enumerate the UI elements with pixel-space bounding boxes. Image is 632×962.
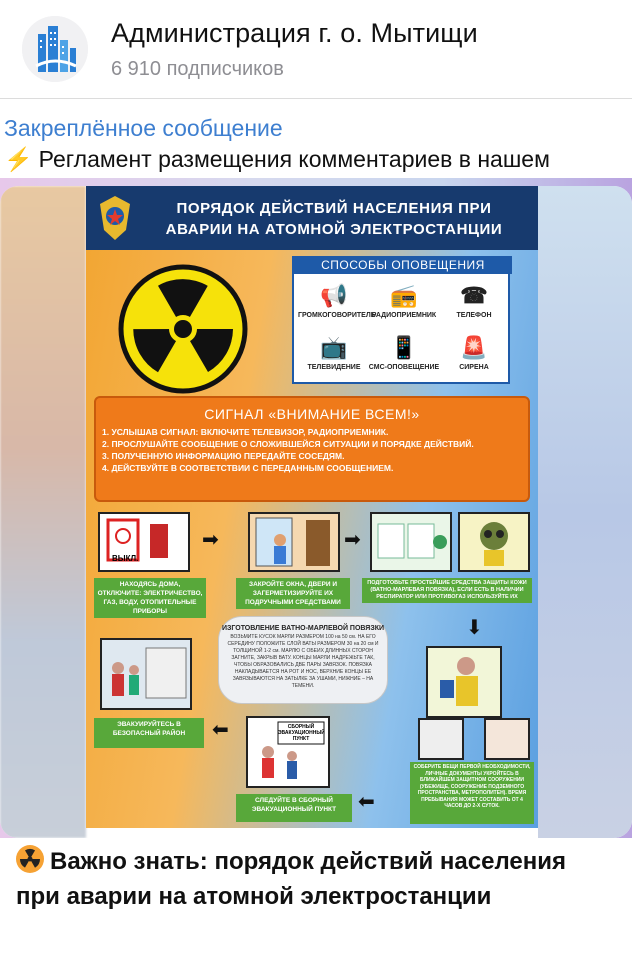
- assembly-point-sign: СБОРНЫЙ ЭВАКУАЦИОННЫЙ ПУНКТ: [278, 724, 325, 742]
- notify-radio: 📻РАДИОПРИЕМНИК: [368, 282, 440, 319]
- caption-text: Важно знать: порядок действий населения …: [16, 848, 566, 910]
- city-buildings-icon: [22, 16, 88, 82]
- arrow-right-icon: ➡: [344, 529, 361, 551]
- bus-people-icon: [112, 647, 187, 699]
- step-gauze-image: [370, 512, 452, 572]
- signal-box: СИГНАЛ «ВНИМАНИЕ ВСЕМ!» 1. УСЛЫШАВ СИГНА…: [94, 396, 530, 502]
- phone-icon: ☎: [460, 283, 488, 308]
- step-caption-4: СОБЕРИТЕ ВЕЩИ ПЕРВОЙ НЕОБХОДИМОСТИ, ЛИЧН…: [410, 762, 534, 824]
- signal-step: 1. УСЛЫШАВ СИГНАЛ: ВКЛЮЧИТЕ ТЕЛЕВИЗОР, Р…: [102, 427, 389, 437]
- poster-blur-left: [0, 186, 86, 838]
- notify-megaphone: 📢ГРОМКОГОВОРИТЕЛЬ: [298, 283, 376, 319]
- backpack-person-icon: [440, 657, 478, 706]
- step-caption-2: ЗАКРОЙТЕ ОКНА, ДВЕРИ И ЗАГЕРМЕТИЗИРУЙТЕ …: [236, 578, 350, 609]
- notify-phone: ☎ТЕЛЕФОН: [438, 282, 510, 319]
- channel-title[interactable]: Администрация г. о. Мытищи: [111, 18, 478, 48]
- notification-methods-title: СПОСОБЫ ОПОВЕЩЕНИЯ: [294, 256, 512, 274]
- power-switch-icon: [106, 518, 168, 562]
- poster-header: ПОРЯДОК ДЕЙСТВИЙ НАСЕЛЕНИЯ ПРИ АВАРИИ НА…: [86, 186, 538, 250]
- notification-methods-box: СПОСОБЫ ОПОВЕЩЕНИЯ 📢ГРОМКОГОВОРИТЕЛЬ 📻РА…: [292, 256, 512, 384]
- message-feed: ПОРЯДОК ДЕЙСТВИЙ НАСЕЛЕНИЯ ПРИ АВАРИИ НА…: [0, 178, 632, 838]
- siren-icon: 🚨: [460, 335, 488, 360]
- gas-mask-icon: [480, 522, 508, 566]
- step-gas-mask-image: [458, 512, 530, 572]
- signal-step: 2. ПРОСЛУШАЙТЕ СООБЩЕНИЕ О СЛОЖИВШЕЙСЯ С…: [102, 439, 474, 449]
- caption-text-block: Важно знать: порядок действий населения …: [16, 844, 616, 914]
- step-caption-5: СЛЕДУЙТЕ В СБОРНЫЙ ЭВАКУАЦИОННЫЙ ПУНКТ: [236, 794, 352, 822]
- lightning-icon: ⚡: [4, 146, 33, 172]
- subscriber-count: 6 910 подписчиков: [111, 58, 284, 80]
- pinned-text-row: ⚡Регламент размещения комментариев в наш…: [4, 146, 550, 173]
- sms-icon: 📱: [390, 335, 418, 360]
- signal-step: 3. ПОЛУЧЕННУЮ ИНФОРМАЦИЮ ПЕРЕДАЙТЕ СОСЕД…: [102, 451, 345, 461]
- step-evacuate-bus-image: [100, 638, 192, 710]
- window-door-icon: [255, 517, 330, 567]
- step-caption-1: НАХОДЯСЬ ДОМА, ОТКЛЮЧИТЕ: ЭЛЕКТРИЧЕСТВО,…: [94, 578, 206, 618]
- step-shelter-image-1: [418, 718, 464, 760]
- header-divider: [0, 98, 632, 99]
- switch-off-label: ВЫКЛ.: [112, 554, 139, 563]
- step-shelter-image-2: [484, 718, 530, 760]
- notify-tv: 📺ТЕЛЕВИДЕНИЕ: [298, 334, 370, 371]
- pinned-text: Регламент размещения комментариев в наше…: [38, 146, 550, 172]
- radioactive-icon: [16, 845, 44, 873]
- poster-image[interactable]: ПОРЯДОК ДЕЙСТВИЙ НАСЕЛЕНИЯ ПРИ АВАРИИ НА…: [86, 186, 538, 828]
- pinned-message[interactable]: Закреплённое сообщение ⚡Регламент размещ…: [0, 99, 632, 177]
- radiation-symbol-icon: [118, 264, 248, 394]
- pinned-label: Закреплённое сообщение: [4, 115, 283, 141]
- poster-title: ПОРЯДОК ДЕЙСТВИЙ НАСЕЛЕНИЯ ПРИ АВАРИИ НА…: [144, 198, 524, 240]
- step-caption-6: ЭВАКУИРУЙТЕСЬ В БЕЗОПАСНЫЙ РАЙОН: [94, 718, 204, 748]
- image-post[interactable]: ПОРЯДОК ДЕЙСТВИЙ НАСЕЛЕНИЯ ПРИ АВАРИИ НА…: [0, 186, 632, 838]
- post-caption: Важно знать: порядок действий населения …: [0, 838, 632, 962]
- signal-step: 4. ДЕЙСТВУЙТЕ В СООТВЕТСТВИИ С ПЕРЕДАННЫ…: [102, 463, 394, 473]
- signal-title: СИГНАЛ «ВНИМАНИЕ ВСЕМ!»: [204, 406, 420, 422]
- poster-blur-right: [538, 186, 632, 838]
- arrow-left-icon: ⬅: [212, 719, 229, 741]
- gauze-instructions-bubble: ИЗГОТОВЛЕНИЕ ВАТНО-МАРЛЕВОЙ ПОВЯЗКИ ВОЗЬ…: [218, 616, 388, 704]
- channel-avatar[interactable]: [22, 16, 88, 82]
- arrow-left-icon: ⬅: [358, 791, 375, 813]
- step-switch-off-image: ВЫКЛ.: [98, 512, 190, 572]
- gauze-instructions-text: ВОЗЬМИТЕ КУСОК МАРЛИ РАЗМЕРОМ 100 на 50 …: [227, 634, 379, 689]
- step-close-windows-image: [248, 512, 340, 572]
- radio-icon: 📻: [390, 283, 418, 308]
- channel-header[interactable]: Администрация г. о. Мытищи 6 910 подписч…: [0, 0, 632, 98]
- notify-siren: 🚨СИРЕНА: [438, 334, 510, 371]
- poster-title-line2: АВАРИИ НА АТОМНОЙ ЭЛЕКТРОСТАНЦИИ: [165, 221, 503, 238]
- arrow-right-icon: ➡: [202, 529, 219, 551]
- mchs-emblem-icon: [100, 196, 130, 240]
- gauze-bandage-icon: [377, 523, 447, 559]
- step-assembly-point-image: СБОРНЫЙ ЭВАКУАЦИОННЫЙ ПУНКТ: [246, 716, 330, 788]
- step-caption-3: ПОДГОТОВЬТЕ ПРОСТЕЙШИЕ СРЕДСТВА ЗАЩИТЫ К…: [362, 578, 532, 603]
- gauze-instructions-title: ИЗГОТОВЛЕНИЕ ВАТНО-МАРЛЕВОЙ ПОВЯЗКИ: [221, 625, 385, 632]
- megaphone-icon: 📢: [320, 283, 348, 308]
- arrow-down-icon: ⬇: [466, 617, 483, 639]
- notify-sms: 📱СМС-ОПОВЕЩЕНИЕ: [368, 335, 440, 371]
- step-pack-documents-image: [426, 646, 502, 718]
- tv-icon: 📺: [320, 335, 348, 360]
- signal-steps: 1. УСЛЫШАВ СИГНАЛ: ВКЛЮЧИТЕ ТЕЛЕВИЗОР, Р…: [102, 426, 522, 474]
- assembly-point-sign-icon: [262, 721, 325, 779]
- poster-title-line1: ПОРЯДОК ДЕЙСТВИЙ НАСЕЛЕНИЯ ПРИ: [176, 200, 492, 217]
